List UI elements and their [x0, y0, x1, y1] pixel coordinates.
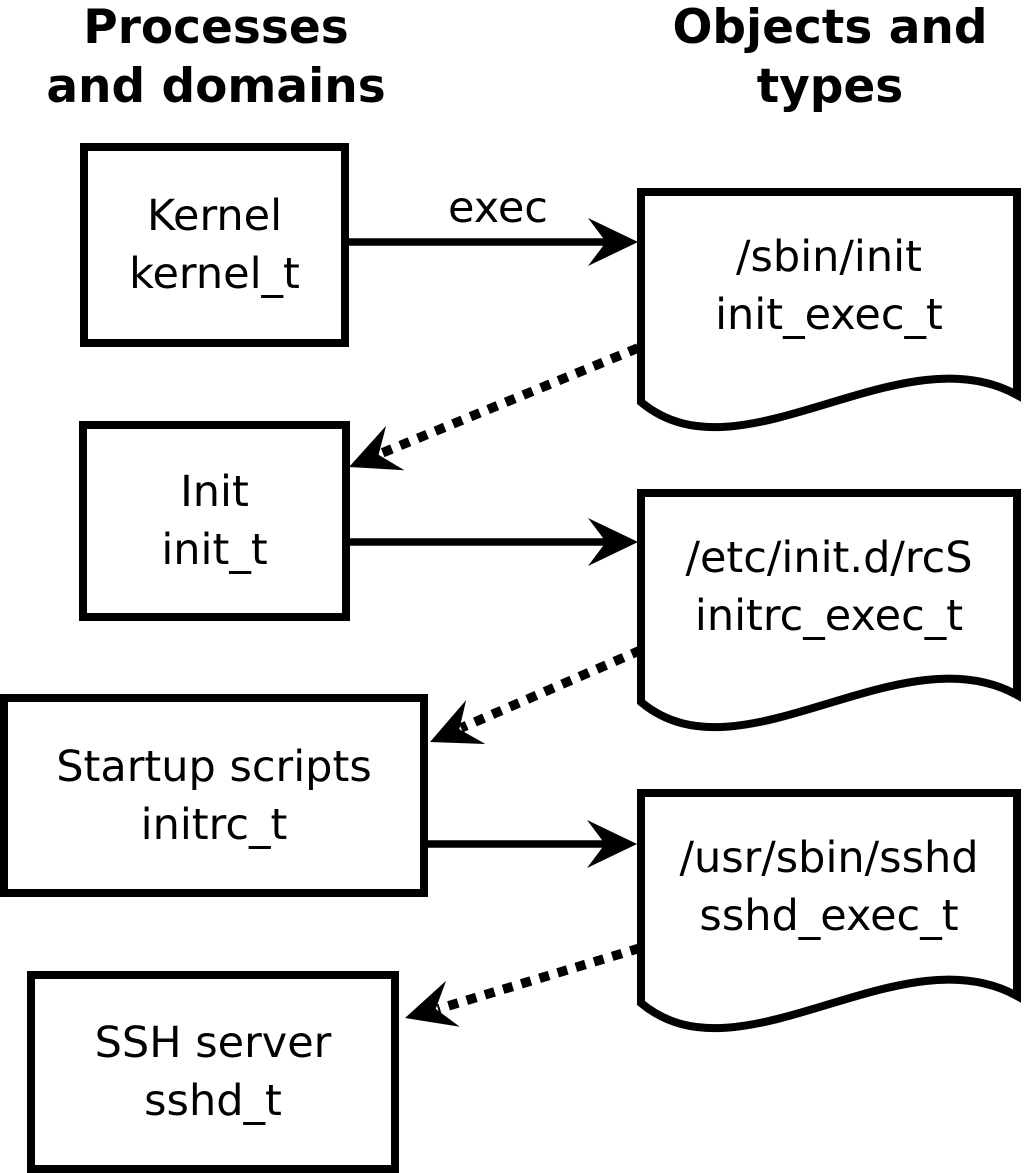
column-header-objects: Objects and types: [640, 0, 1020, 116]
process-box-ssh-server-text: SSH server sshd_t: [31, 975, 395, 1169]
rcs-file-type: initrc_exec_t: [694, 591, 964, 641]
kernel-title: Kernel: [146, 191, 283, 241]
column-header-objects-line2: types: [756, 59, 904, 114]
process-box-startup-scripts: [0, 694, 428, 897]
process-box-kernel: [80, 143, 349, 347]
rcs-path: /etc/init.d/rcS: [685, 533, 973, 583]
solid-arrow-startup-to-sshd: [424, 820, 637, 868]
document-etc-initd-rcs-text: /etc/init.d/rcS initrc_exec_t: [641, 493, 1017, 681]
dotted-arrow-sbin-init-to-init-line: [380, 343, 640, 458]
solid-arrow-kernel-to-sbin-init-head: [588, 218, 638, 266]
dotted-arrow-rcs-to-startup: [430, 645, 643, 744]
document-usr-sbin-sshd-text: /usr/sbin/sshd sshd_exec_t: [641, 793, 1017, 981]
column-header-processes: Processes and domains: [26, 0, 406, 116]
process-box-startup-scripts-text: Startup scripts initrc_t: [4, 698, 424, 893]
column-header-processes-line2: and domains: [46, 59, 386, 114]
sshd-path: /usr/sbin/sshd: [679, 833, 979, 883]
dotted-arrow-sshd-to-ssh-server: [405, 943, 642, 1027]
solid-arrow-init-to-rcs: [346, 518, 638, 566]
sbin-init-path: /sbin/init: [736, 232, 922, 282]
process-box-init-text: Init init_t: [83, 425, 346, 617]
dotted-arrow-sshd-to-ssh-server-line: [436, 943, 642, 1014]
document-sbin-init-text: /sbin/init init_exec_t: [641, 192, 1017, 380]
dotted-arrow-sbin-init-to-init: [349, 343, 640, 471]
exec-edge-label: exec: [448, 183, 548, 233]
dotted-arrow-sbin-init-to-init-head: [349, 425, 405, 471]
dotted-arrow-rcs-to-startup-head: [430, 700, 486, 744]
solid-arrow-startup-to-sshd-head: [587, 820, 637, 868]
dotted-arrow-rcs-to-startup-line: [459, 645, 643, 733]
document-sbin-init: [637, 188, 1021, 432]
solid-arrow-kernel-to-sbin-init: [345, 218, 638, 266]
process-box-kernel-text: Kernel kernel_t: [84, 147, 345, 343]
init-title: Init: [180, 467, 249, 517]
process-box-ssh-server: [27, 971, 399, 1173]
column-header-processes-line1: Processes: [83, 0, 349, 55]
sshd-file-type: sshd_exec_t: [699, 891, 959, 941]
solid-arrow-init-to-rcs-head: [588, 518, 638, 566]
kernel-domain-type: kernel_t: [129, 249, 300, 299]
ssh-server-domain-type: sshd_t: [144, 1076, 282, 1126]
process-box-init: [79, 421, 350, 621]
column-header-objects-line1: Objects and: [672, 0, 988, 55]
init-domain-type: init_t: [161, 525, 268, 575]
document-usr-sbin-sshd: [637, 789, 1021, 1033]
startup-scripts-domain-type: initrc_t: [140, 799, 288, 850]
startup-scripts-title: Startup scripts: [56, 741, 372, 792]
ssh-server-title: SSH server: [94, 1018, 332, 1068]
sbin-init-file-type: init_exec_t: [715, 290, 943, 340]
dotted-arrow-sshd-to-ssh-server-head: [405, 980, 460, 1027]
document-etc-initd-rcs: [637, 489, 1021, 732]
